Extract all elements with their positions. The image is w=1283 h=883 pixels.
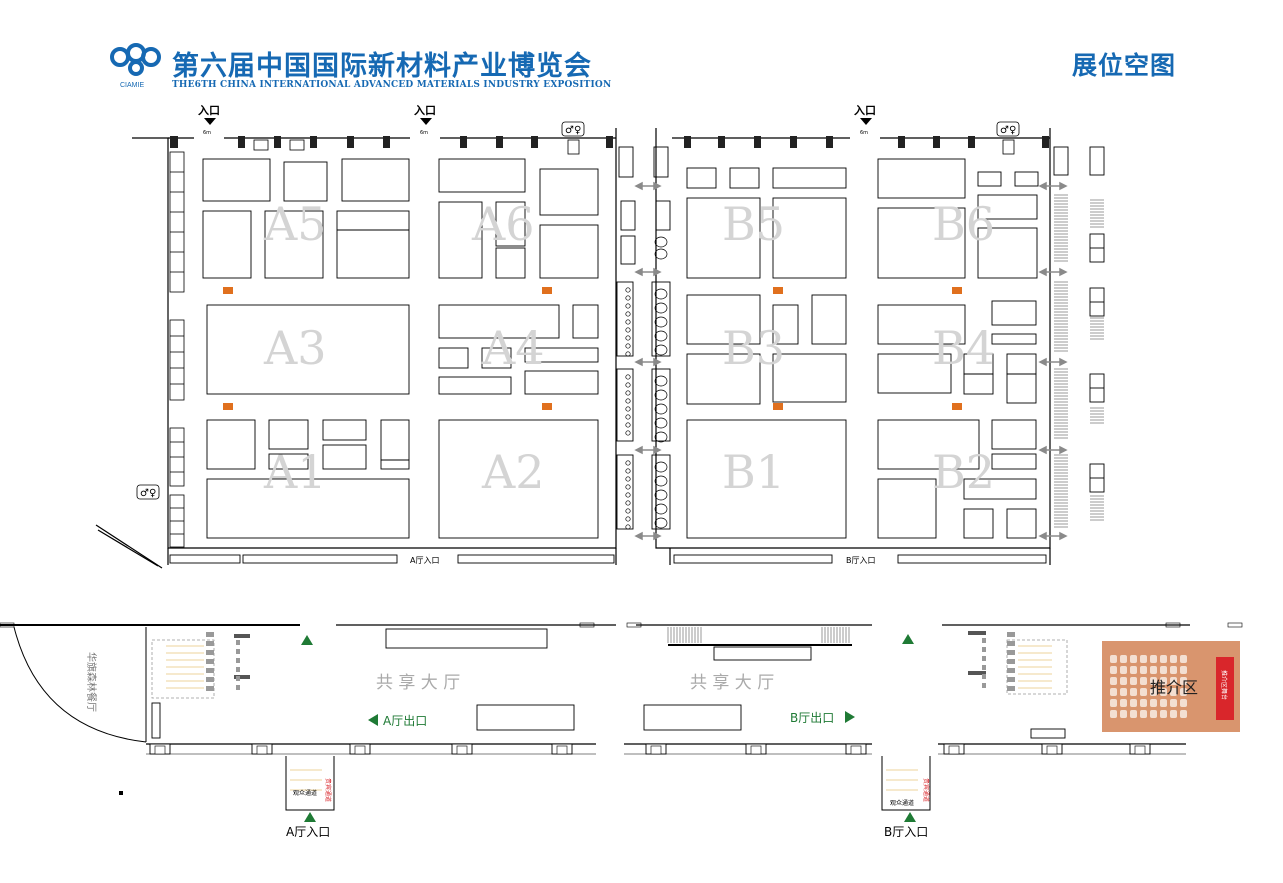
logo-caption: CIAMIE: [120, 82, 145, 89]
up-arrow-3: [304, 812, 316, 822]
visitor-channel-a: 观众通道: [293, 789, 317, 797]
shared-hall-right: 共 享 大 厅: [690, 673, 774, 693]
page-title: 第六届中国国际新材料产业博览会: [172, 51, 592, 82]
page-subtitle: THE6TH CHINA INTERNATIONAL ADVANCED MATE…: [172, 80, 612, 90]
hall-entrance-a: A厅入口: [410, 556, 439, 565]
visitor-channel-b: 观众通道: [890, 799, 914, 807]
top-entrances: 入口 入口 入口 6m 6m 6m: [198, 104, 876, 136]
hall-labels: A5 A6 B5 B6 A3 A4 B3 B4 A1 A2 B1 B2: [263, 197, 995, 499]
hall-label-b2: B2: [932, 445, 995, 499]
pillars: [170, 136, 1049, 148]
vip-channel-b: 贵宾通道: [922, 778, 930, 802]
hall-label-b1: B1: [722, 445, 785, 499]
lobby-details: [149, 631, 1151, 791]
entrance-label-3: 入口: [854, 104, 876, 117]
orange-markers: [223, 287, 962, 410]
exit-a-label: A厅出口: [383, 714, 427, 728]
width-mark-3: 6m: [860, 130, 868, 136]
hall-label-a5: A5: [263, 197, 327, 251]
hall-label-a1: A1: [263, 445, 327, 499]
ciamie-logo: [110, 43, 161, 76]
svg-text:♂♀: ♂♀: [140, 488, 156, 499]
hall-label-b5: B5: [722, 197, 785, 251]
hall-label-a2: A2: [481, 445, 545, 499]
left-wall-booths: [169, 151, 185, 548]
entrance-a-label: A厅入口: [286, 825, 330, 839]
booth-blocks: [169, 146, 1105, 564]
exit-b-arrow: [845, 711, 855, 723]
entrance-b-label: B厅入口: [884, 825, 928, 839]
exit-b-label: B厅出口: [790, 711, 834, 725]
hall-label-a6: A6: [471, 197, 535, 251]
hall-label-b4: B4: [932, 321, 995, 375]
up-arrow-2: [902, 634, 914, 644]
passage-arrows: [634, 181, 1068, 541]
restaurant-label: 华旗森林餐厅: [85, 652, 98, 712]
promo-stage: [1216, 657, 1234, 720]
hall-label-a4: A4: [481, 321, 545, 375]
exit-a-arrow: [368, 714, 378, 726]
vip-channel-a: 贵宾通道: [324, 778, 332, 802]
restroom-icon: ♂♀ ♂♀ ♂♀: [136, 121, 1020, 500]
width-mark-1: 6m: [203, 130, 211, 136]
shared-hall-left: 共 享 大 厅: [376, 673, 460, 693]
map-title: 展位空图: [1072, 51, 1177, 80]
width-mark-2: 6m: [420, 130, 428, 136]
stairs: [667, 194, 1104, 643]
hall-entrance-b: B厅入口: [846, 556, 876, 565]
promo-stage-label: 推介区舞台: [1220, 670, 1228, 700]
lobby-walls: [0, 622, 1243, 811]
svg-text:♂♀: ♂♀: [1000, 125, 1016, 136]
corridor-seating: [625, 236, 668, 530]
entrance-label-2: 入口: [414, 104, 436, 117]
dot-marker: [119, 791, 123, 795]
hall-label-b6: B6: [932, 197, 995, 251]
entrance-label-1: 入口: [198, 104, 220, 117]
hall-label-b3: B3: [722, 321, 785, 375]
up-arrow-4: [904, 812, 916, 822]
promo-seats: [1110, 655, 1187, 718]
svg-text:♂♀: ♂♀: [565, 125, 581, 136]
promo-area-label: 推介区: [1150, 678, 1198, 697]
hall-label-a3: A3: [263, 321, 327, 375]
up-arrow-1: [301, 635, 313, 645]
